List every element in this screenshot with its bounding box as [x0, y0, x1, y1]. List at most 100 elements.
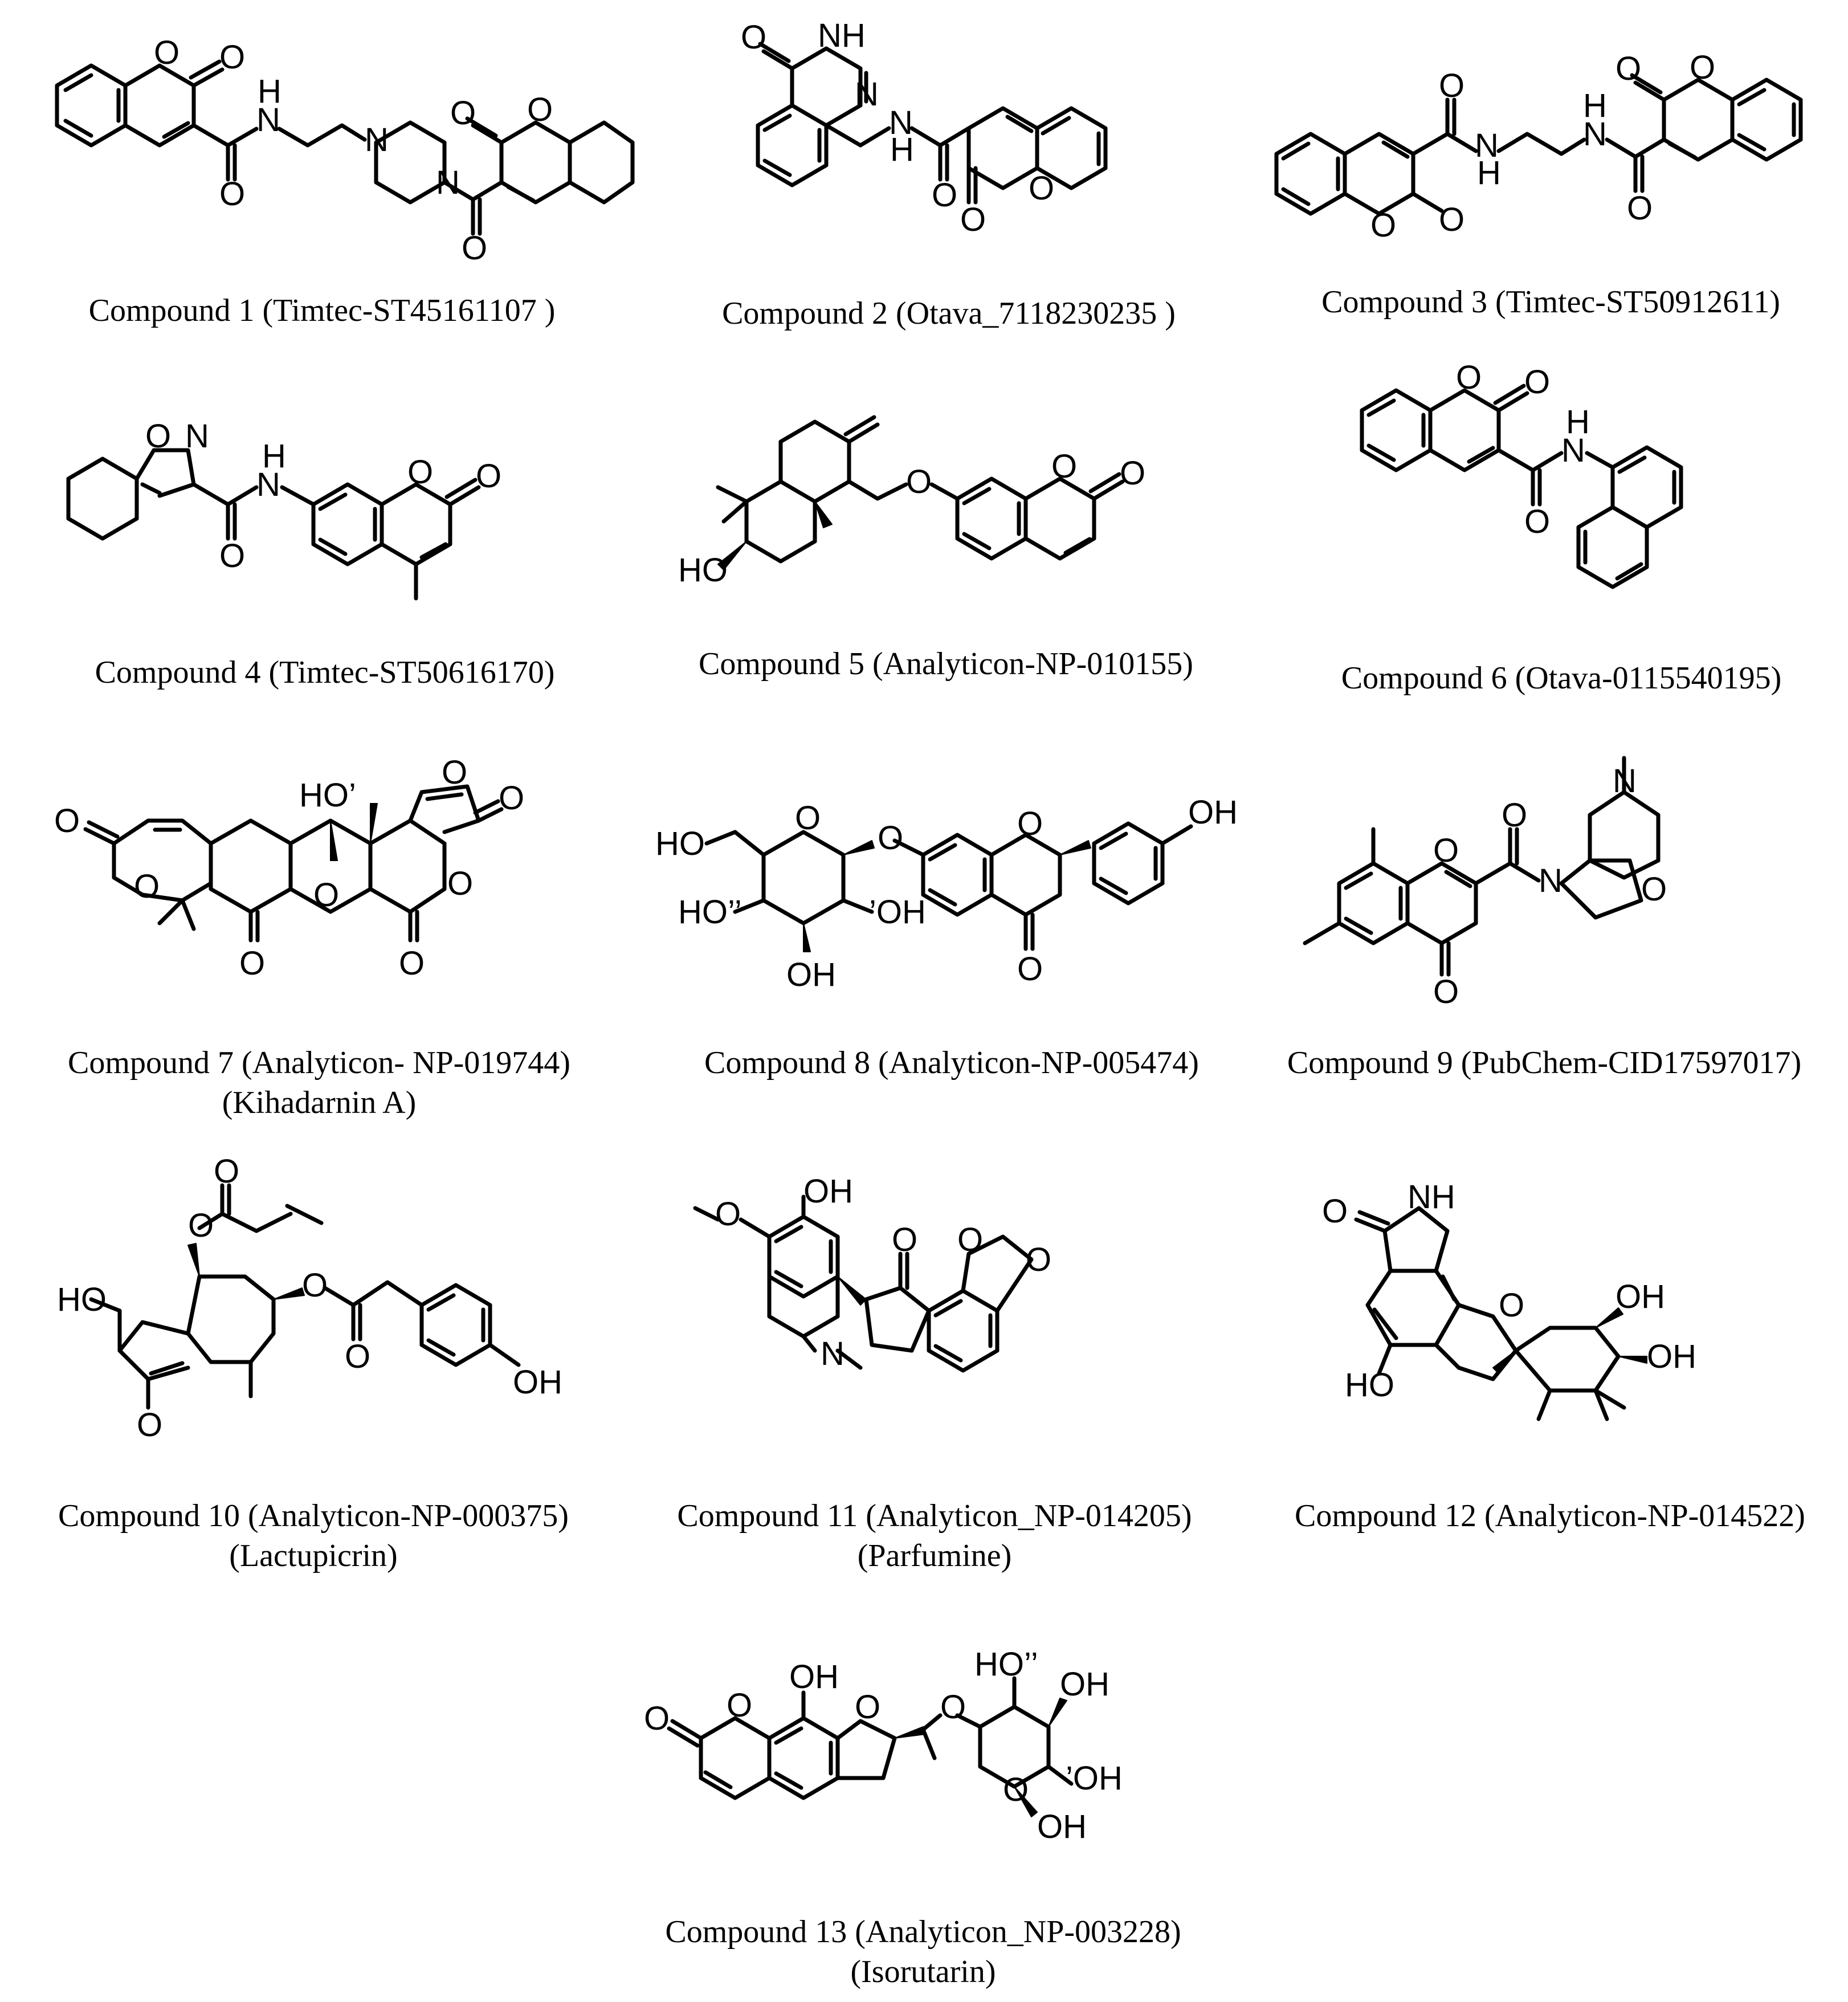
- compound-12-structure: NH O HO O OH OH: [1322, 1179, 1696, 1421]
- compound-2-amide-n: N: [889, 104, 913, 141]
- compound-7-panel: O O HO’ O O O O O O Compound 7 (Analytic…: [11, 754, 627, 1134]
- compound-8-phenol-oh: OH: [1188, 794, 1238, 831]
- compound-4-isox-o: O: [145, 418, 171, 455]
- compound-7-common-name: (Kihadarnin A): [222, 1085, 417, 1120]
- compound-10-hydroxyl: HO: [57, 1281, 107, 1318]
- compound-12-hydroxyl-2: OH: [1647, 1338, 1696, 1375]
- compound-8-sugar-ring-o: O: [795, 800, 821, 837]
- compound-3-structure: O O O N H N H O O O: [1274, 49, 1803, 244]
- compound-6-amide-o: O: [1524, 503, 1550, 540]
- compound-7-ring-o1: O: [134, 868, 160, 905]
- compound-6-caption: Compound 6 (Otava-0115540195): [1341, 660, 1782, 696]
- compound-2-oxo-o: O: [741, 19, 766, 56]
- compound-11-dioxole-o2: O: [1026, 1241, 1051, 1278]
- compound-3-amide-o1: O: [1439, 67, 1464, 104]
- compound-1-piperazine-n2: N: [436, 164, 460, 201]
- compound-7-furan-o: O: [442, 754, 467, 791]
- compound-13-panel: O O OH O O HO’’ OH ’OH O OH Compound 13 …: [604, 1646, 1242, 2000]
- compound-13-lactone-o: O: [644, 1700, 670, 1737]
- compound-13-hydroxyl-2: OH: [1060, 1666, 1109, 1703]
- compound-8-panel: O HO HO’’ OH ’OH O O O OH Compound 8 (An…: [644, 758, 1259, 1134]
- compound-11-panel: O OH O N O O Compound 11 (Analyticon_NP-…: [633, 1173, 1237, 1596]
- compound-6-amide-n: N: [1561, 432, 1585, 469]
- compound-7-hydroxyl: HO’: [299, 777, 356, 814]
- compound-2-amide-o: O: [932, 177, 957, 214]
- compound-11-structure: O OH O N O O: [693, 1173, 1051, 1373]
- compound-2-caption: Compound 2 (Otava_7118230235 ): [722, 296, 1176, 331]
- compound-3-panel: O O O N H N H O O O Compound 3 (Timtec-S…: [1254, 23, 1848, 342]
- compound-5-panel: HO O O O Compound 5 (Analyticon-NP-01015…: [661, 393, 1231, 712]
- compound-6-amide-h: H: [1566, 403, 1590, 441]
- compound-8-glycosidic-o: O: [878, 819, 903, 857]
- compound-7-epoxide-o: O: [313, 876, 339, 914]
- compound-4-amide-h: H: [262, 438, 286, 475]
- compound-1-caption: Compound 1 (Timtec-ST45161107 ): [88, 293, 556, 328]
- compound-8-chromanone-o: O: [1017, 805, 1043, 842]
- compound-10-panel: O O HO O O O OH Compound 10 (Analyticon-…: [6, 1153, 621, 1596]
- compound-1-panel: O O O N H N N O O O Compound 1 (Timtec-S…: [11, 23, 635, 342]
- compound-10-caption: Compound 10 (Analyticon-NP-000375): [58, 1498, 569, 1534]
- compound-4-structure: O N O N H O O: [66, 418, 501, 601]
- compound-1-structure: O O O N H N N O O O: [55, 34, 635, 267]
- compound-11-caption: Compound 11 (Analyticon_NP-014205): [677, 1498, 1192, 1534]
- compound-13-structure: O O OH O O HO’’ OH ’OH O OH: [644, 1646, 1123, 1845]
- compound-13-phenol-oh: OH: [789, 1658, 839, 1695]
- compound-12-panel: NH O HO O OH OH Compound 12 (Analyticon-…: [1254, 1179, 1846, 1596]
- compound-11-dioxole-o1: O: [957, 1221, 983, 1258]
- compound-11-ketone-o: O: [892, 1221, 917, 1258]
- compound-4-amide-o: O: [219, 537, 245, 574]
- compound-3-h2: H: [1583, 87, 1607, 124]
- compound-3-caption: Compound 3 (Timtec-ST50912611): [1321, 284, 1780, 320]
- compound-10-phenol-oh: OH: [513, 1364, 562, 1401]
- compound-3-h1: H: [1477, 154, 1501, 191]
- compound-3-ring-o1: O: [1370, 207, 1396, 244]
- compound-1-amide2-o: O: [462, 230, 487, 267]
- compound-9-oxazolidine-n: N: [1539, 862, 1563, 899]
- compound-7-structure: O O HO’ O O O O O O: [54, 754, 524, 982]
- compound-2-panel: O NH N N H O O O Compound 2 (Otava_71182…: [678, 6, 1219, 342]
- compound-8-hydroxyl-4: ’OH: [869, 894, 926, 931]
- compound-4-panel: O N O N H O O Compound 4 (Timtec-ST50616…: [23, 393, 627, 712]
- compound-9-caption: Compound 9 (PubChem-CID17597017): [1287, 1045, 1802, 1080]
- compound-9-oxazolidine-o: O: [1641, 871, 1667, 908]
- compound-10-ester-carbonyl-o: O: [214, 1153, 239, 1190]
- compound-5-lactone-o: O: [1120, 455, 1145, 492]
- compound-10-ester-o: O: [188, 1207, 214, 1244]
- compound-2-lactone-o: O: [960, 201, 986, 238]
- compound-2-n: N: [855, 76, 879, 113]
- compound-4-isox-n: N: [185, 418, 209, 455]
- compound-4-amide-n: N: [256, 466, 280, 503]
- compound-1-carbonyl2-o: O: [450, 95, 476, 132]
- compound-3-n1: N: [1475, 127, 1499, 164]
- compound-11-methoxy-o: O: [715, 1196, 741, 1233]
- compound-6-structure: O O O N H: [1360, 359, 1683, 589]
- compound-6-ring-o: O: [1456, 359, 1482, 396]
- compound-8-structure: O HO HO’’ OH ’OH O O O OH: [655, 794, 1238, 993]
- compound-2-amide-h: H: [890, 131, 914, 168]
- compound-5-ether-o: O: [906, 463, 932, 500]
- compound-10-structure: O O HO O O O OH: [57, 1153, 562, 1444]
- compound-12-caption: Compound 12 (Analyticon-NP-014522): [1295, 1498, 1805, 1534]
- compound-7-furanone-o: O: [499, 780, 524, 817]
- compound-1-piperazine-n1: N: [365, 121, 389, 158]
- compound-12-hydroxyl-1: OH: [1616, 1278, 1665, 1315]
- compound-6-panel: O O O N H Compound 6 (Otava-0115540195): [1276, 359, 1846, 712]
- compound-12-ether-o: O: [1499, 1287, 1524, 1324]
- compound-10-ketone-o: O: [137, 1406, 162, 1444]
- compound-5-ring-o: O: [1051, 448, 1077, 485]
- compound-13-furan-o: O: [855, 1689, 880, 1726]
- compound-13-hydroxyl-1: HO’’: [974, 1646, 1038, 1683]
- compound-9-panel: O O O N O N Compound 9 (PubChem-CID17597…: [1242, 735, 1846, 1134]
- compound-3-ring-o2: O: [1690, 49, 1715, 86]
- compound-3-amide-o2: O: [1627, 190, 1653, 227]
- compound-10-ester2-carbonyl-o: O: [345, 1338, 370, 1375]
- compound-8-hydroxyl-2: HO’’: [678, 894, 742, 931]
- compound-7-caption: Compound 7 (Analyticon- NP-019744): [68, 1045, 570, 1080]
- compound-12-lactam-nh: NH: [1408, 1179, 1455, 1216]
- compound-2-ring-o: O: [1029, 170, 1054, 207]
- compound-13-glycosidic-o: O: [940, 1689, 966, 1726]
- compound-1-amide-o: O: [219, 176, 245, 213]
- compound-5-structure: HO O O O: [678, 415, 1145, 589]
- compound-9-chromone-o: O: [1433, 832, 1459, 869]
- compound-9-amide-o: O: [1502, 797, 1527, 834]
